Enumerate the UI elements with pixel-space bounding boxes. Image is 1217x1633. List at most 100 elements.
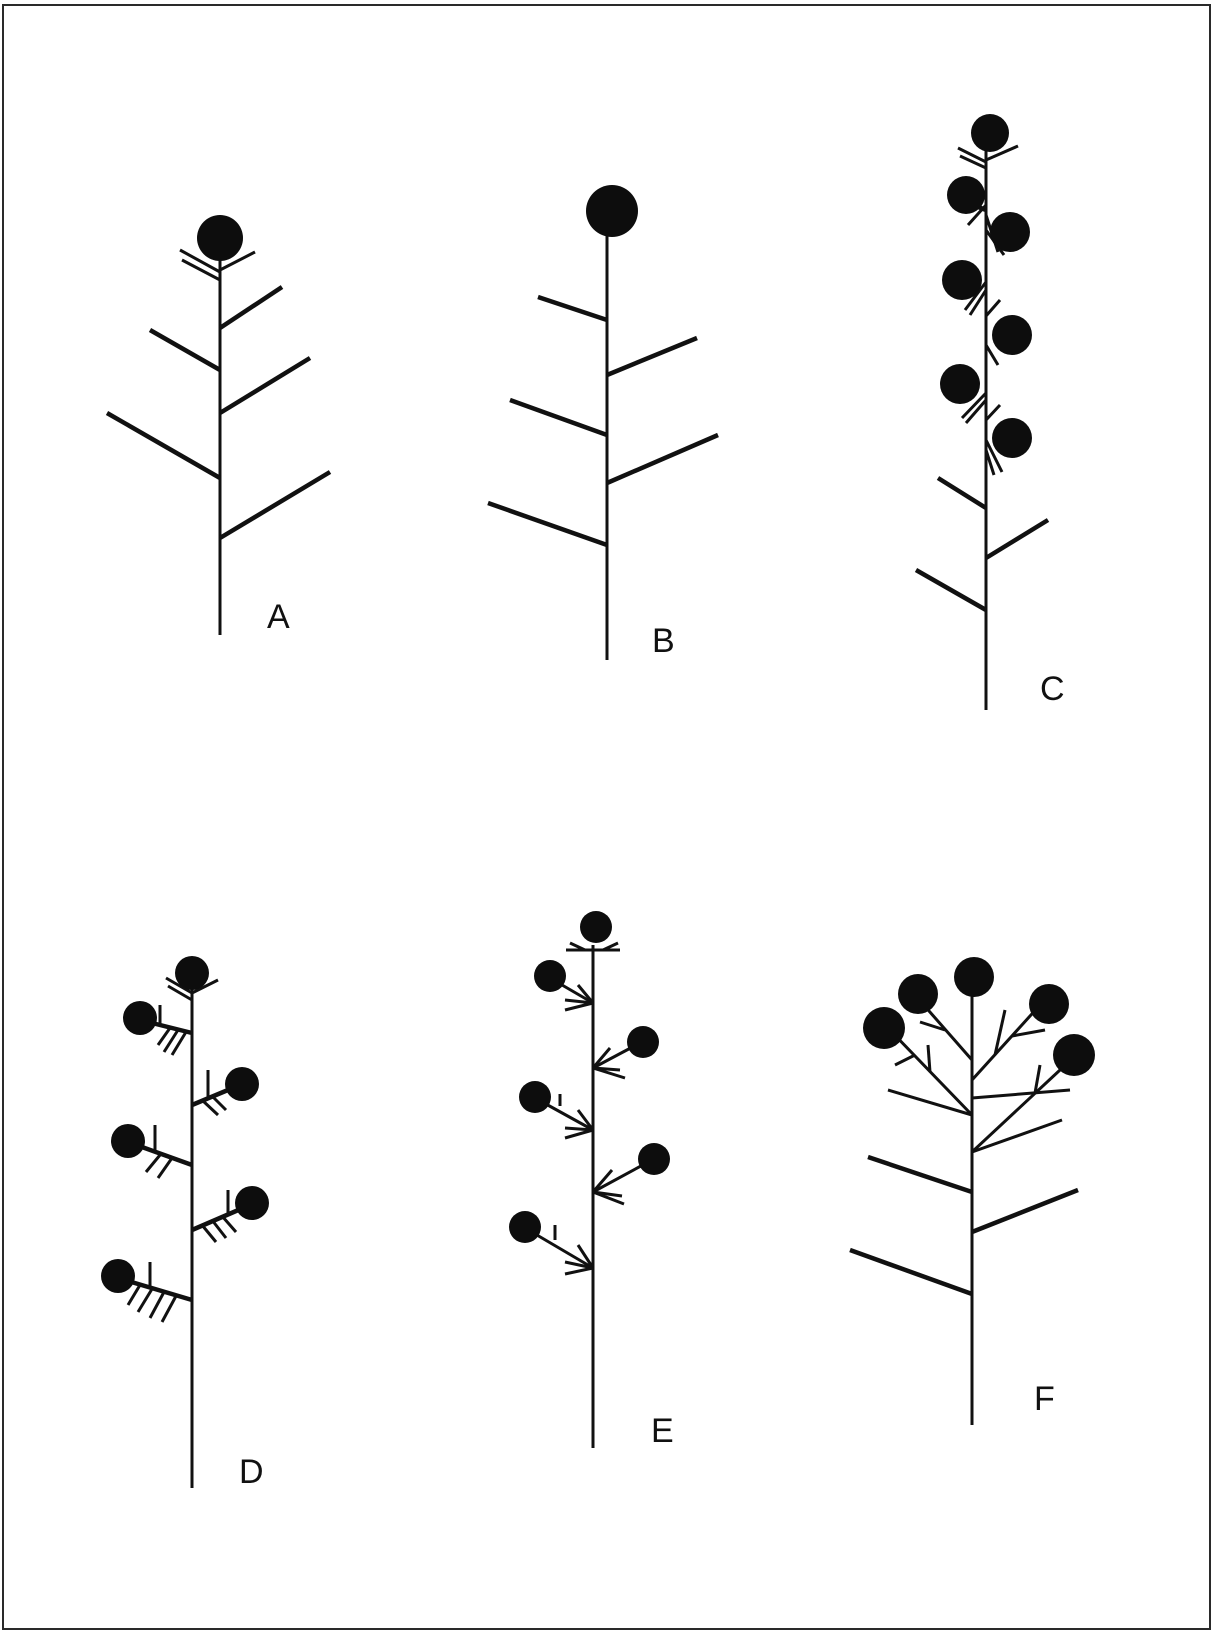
bract [966,203,988,227]
pedicel [970,1003,1042,1082]
diagram-c [914,114,1050,710]
bract [160,1295,178,1323]
bract [984,439,1004,473]
lateral-flower [123,1001,157,1035]
panel-label-e: E [651,1412,674,1450]
branch [509,397,608,438]
terminal-flower [954,957,994,997]
bract [148,1291,166,1319]
bract [564,1260,594,1270]
lateral-flower [863,1007,905,1049]
bract [602,941,619,952]
branch [218,285,284,330]
branch [971,1187,1079,1235]
lateral-flower [627,1026,659,1058]
bract [1033,1064,1042,1094]
bract [985,144,1019,162]
bract [156,1027,172,1046]
branch [606,432,719,486]
diagram-d [101,956,269,1488]
diagram-a [105,215,332,635]
bract [136,1288,154,1313]
bract [170,1031,188,1056]
bract [591,1169,614,1193]
bract [200,1098,220,1117]
bract [165,976,193,995]
lateral-flower [898,974,938,1014]
lateral-flower [1029,984,1069,1024]
terminal-flower [175,956,209,990]
branch [487,500,608,548]
bract [191,978,219,995]
diagram-f [849,957,1095,1425]
branch [887,1088,973,1117]
branch [936,476,988,510]
branch [218,470,332,540]
bract [564,1128,594,1140]
bract [162,1029,180,1053]
lateral-flower [992,418,1032,458]
pedicel [970,1068,1062,1154]
bract [564,1001,594,1012]
branch [606,335,698,378]
bract [564,1126,594,1132]
bract [210,1094,228,1112]
lateral-flower [235,1186,269,1220]
bract [576,1244,595,1269]
panel-label-d: D [239,1453,264,1491]
bract [569,941,586,952]
lateral-flower [509,1211,541,1243]
lateral-flower [992,315,1032,355]
bract [156,1157,174,1179]
lateral-flower [940,364,980,404]
bract [200,1224,218,1243]
bract [968,289,988,316]
bract [984,299,1002,317]
branch [105,411,222,480]
branch [984,518,1050,560]
lateral-flower [942,260,982,300]
bract [181,258,221,282]
bract [564,998,594,1005]
branch [914,568,988,612]
lateral-flower [101,1259,135,1293]
diagram-b [487,185,719,660]
bract [919,1020,946,1032]
bract [126,1284,142,1306]
bract [592,1066,626,1080]
branch [971,1118,1063,1154]
lateral-flower [638,1143,670,1175]
bract [993,1009,1007,1056]
diagram-e [509,911,670,1448]
branch [218,356,312,415]
lateral-flower [534,960,566,992]
terminal-flower [197,215,243,261]
panel-label-a: A [267,598,290,636]
bract [984,449,996,476]
bract [591,1047,612,1069]
bract [963,281,988,311]
bract [210,1219,228,1239]
terminal-flower [971,114,1009,152]
bract [960,391,988,420]
panel-label-c: C [1040,670,1065,708]
lateral-flower [225,1067,259,1101]
bract [964,399,988,424]
bract [179,248,221,274]
bract [1011,1028,1046,1038]
branch [148,328,222,372]
bract [926,1044,932,1073]
bract [959,154,987,170]
lateral-flower [1053,1034,1095,1076]
lateral-flower [947,176,985,214]
lateral-flower [111,1124,145,1158]
branch [971,1088,1071,1100]
bract [564,1266,594,1276]
panel-label-f: F [1034,1380,1055,1418]
lateral-flower [519,1081,551,1113]
bract [167,984,193,1002]
bract [957,146,987,164]
bract [576,1109,595,1131]
bract [576,984,595,1004]
